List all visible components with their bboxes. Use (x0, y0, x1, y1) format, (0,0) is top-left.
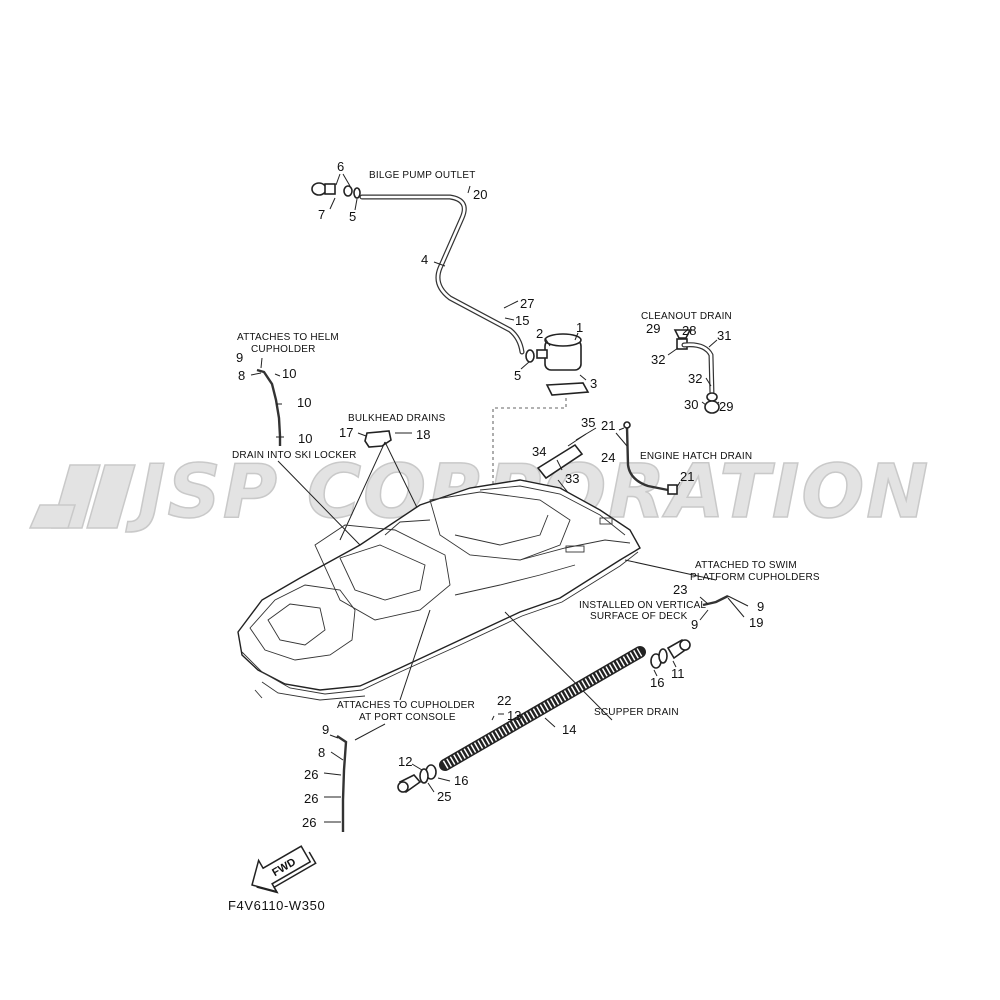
callout-10-c: 10 (298, 431, 312, 446)
callout-11: 11 (671, 666, 685, 681)
callout-13: 13 (507, 708, 521, 723)
callout-29: 29 (646, 321, 660, 336)
callout-1: 1 (576, 320, 583, 335)
callout-9-port: 9 (322, 722, 329, 737)
caption-port-console-2: AT PORT CONSOLE (359, 712, 456, 723)
diagram-code: F4V6110-W350 (228, 898, 325, 913)
cleanout-plug (704, 400, 720, 414)
callout-9-swim: 9 (757, 599, 764, 614)
callout-8-port: 8 (318, 745, 325, 760)
caption-engine-hatch-drain: ENGINE HATCH DRAIN (640, 451, 752, 462)
callout-27: 27 (520, 296, 534, 311)
caption-cleanout-drain: CLEANOUT DRAIN (641, 311, 732, 322)
callout-16-aft: 16 (650, 675, 664, 690)
callout-33: 33 (565, 471, 579, 486)
hose-clamp-small (353, 187, 361, 199)
pump-strainer (545, 382, 590, 396)
callout-3: 3 (590, 376, 597, 391)
hatch-drain-fitting (667, 484, 678, 495)
callout-32: 32 (651, 352, 665, 367)
callout-9-helm: 9 (236, 350, 243, 365)
boat-hull (237, 479, 641, 701)
fwd-arrow-icon: FWD (251, 845, 317, 894)
callout-26-a: 26 (304, 767, 318, 782)
port-drain-hose (336, 735, 348, 832)
callout-25: 25 (437, 789, 451, 804)
callout-6: 6 (337, 159, 344, 174)
callout-2: 2 (536, 326, 543, 341)
bilge-pump-outlet-assembly: BILGE PUMP OUTLET (311, 170, 590, 545)
callout-34: 34 (532, 444, 546, 459)
caption-bilge-pump-outlet: BILGE PUMP OUTLET (369, 170, 476, 181)
pump-clamp (525, 349, 535, 363)
callout-26-b: 26 (304, 791, 318, 806)
caption-swim-platform-1: ATTACHED TO SWIM (695, 560, 797, 571)
caption-port-console-1: ATTACHES TO CUPHOLDER (337, 700, 475, 711)
callout-16-fwd: 16 (454, 773, 468, 788)
callout-17: 17 (339, 425, 353, 440)
hose-clamp (343, 185, 353, 197)
cockpit (429, 491, 571, 561)
bow-seating (249, 584, 356, 661)
outlet-fitting (311, 182, 327, 196)
callout-14: 14 (562, 722, 576, 737)
pump-outlet (536, 349, 548, 359)
callout-24: 24 (601, 450, 615, 465)
cleanout-drain-assembly: CLEANOUT DRAIN (641, 311, 732, 414)
callout-29-lower: 29 (719, 399, 733, 414)
callout-19: 19 (749, 615, 763, 630)
caption-drain-ski-locker: DRAIN INTO SKI LOCKER (232, 450, 357, 461)
port-console-cupholder-drain: ATTACHES TO CUPHOLDER AT PORT CONSOLE (323, 700, 475, 832)
cleanout-cap (673, 329, 692, 339)
caption-vertical-surface-1: INSTALLED ON VERTICAL (579, 600, 706, 611)
callout-9-deck: 9 (691, 617, 698, 632)
caption-attaches-helm-2: CUPHOLDER (251, 344, 316, 355)
outlet-fitting-body (324, 183, 336, 195)
outlet-hose (359, 194, 525, 355)
caption-attaches-helm-1: ATTACHES TO HELM (237, 332, 339, 343)
callout-18: 18 (416, 427, 430, 442)
swim-drain-hose (702, 594, 729, 607)
callout-30: 30 (684, 397, 698, 412)
hatch-drain-body (536, 443, 584, 480)
callout-21-hatch: 21 (680, 469, 694, 484)
scupper-drain-assembly: SCUPPER DRAIN (397, 638, 691, 794)
watermark-logo-mark (28, 464, 136, 529)
helm-cupholder-drain: ATTACHES TO HELM CUPHOLDER DRAIN INTO SK… (232, 332, 361, 546)
hatch-drain-hose (625, 426, 669, 492)
swim-platform-cupholder-drain: ATTACHED TO SWIM PLATFORM CUPHOLDERS INS… (579, 560, 820, 622)
callout-4: 4 (421, 252, 428, 267)
callout-10-b: 10 (297, 395, 311, 410)
bulkhead-drain-fitting (364, 430, 392, 448)
windshield (314, 524, 451, 621)
callout-23: 23 (673, 582, 687, 597)
callout-21: 21 (601, 418, 615, 433)
callout-32-lower: 32 (688, 371, 702, 386)
callout-numbers: 6 7 5 20 4 27 15 2 1 5 3 29 28 31 32 32 … (236, 159, 764, 830)
callout-5: 5 (349, 209, 356, 224)
callout-7: 7 (318, 207, 325, 222)
callout-26-c: 26 (302, 815, 316, 830)
callout-15: 15 (515, 313, 529, 328)
caption-vertical-surface-2: SURFACE OF DECK (590, 611, 688, 622)
callout-28: 28 (682, 323, 696, 338)
callout-5-pump: 5 (514, 368, 521, 383)
hull-outline (237, 479, 641, 691)
caption-bulkhead-drains: BULKHEAD DRAINS (348, 413, 446, 424)
caption-scupper-drain: SCUPPER DRAIN (594, 707, 679, 718)
caption-swim-platform-2: PLATFORM CUPHOLDERS (690, 572, 820, 583)
callout-20: 20 (473, 187, 487, 202)
helm-drain-hose (256, 368, 282, 446)
callout-10-a: 10 (282, 366, 296, 381)
callout-31: 31 (717, 328, 731, 343)
callout-35: 35 (581, 415, 595, 430)
callout-8-helm: 8 (238, 368, 245, 383)
callout-12: 12 (398, 754, 412, 769)
callout-22: 22 (497, 693, 511, 708)
